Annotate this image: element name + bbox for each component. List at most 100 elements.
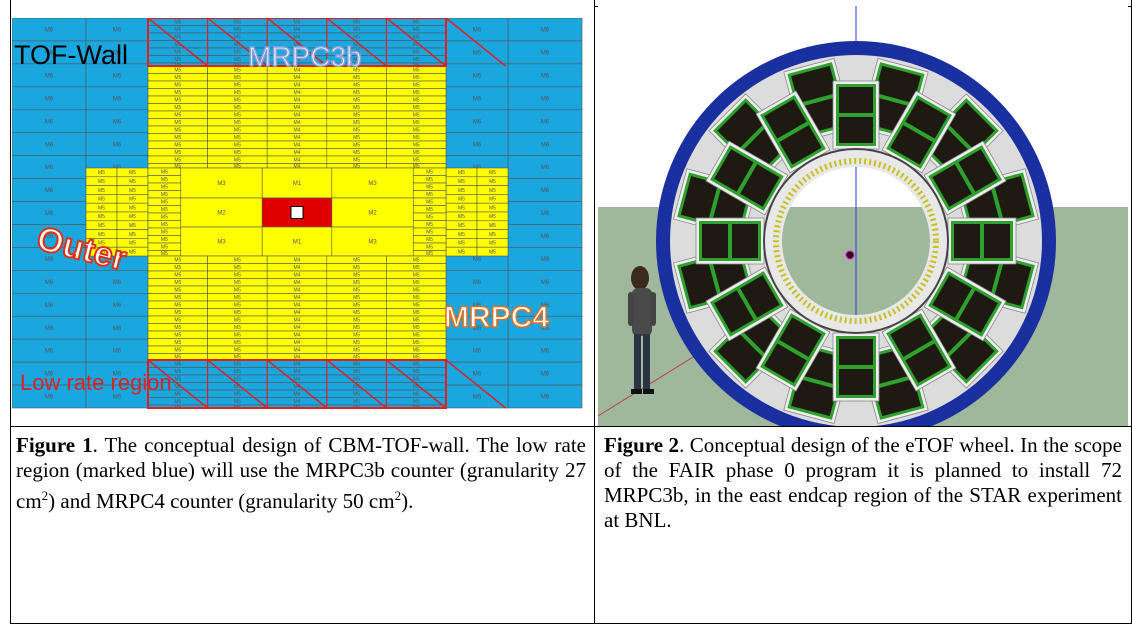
m5-cell-inner-label: M5 xyxy=(161,245,168,251)
m5-cell-upper-label: M4 xyxy=(294,68,301,74)
m5-cell-upper-label: M5 xyxy=(234,128,241,134)
m5-cell-upper-label: M5 xyxy=(353,143,360,149)
m5-cell-band-label: M5 xyxy=(458,232,465,238)
m5-cell-upper-label: M5 xyxy=(234,75,241,81)
m5-cell-lower-label: M4 xyxy=(294,333,301,339)
m5-cell-lower-label: M5 xyxy=(174,318,181,324)
m5-cell-upper-label: M5 xyxy=(413,83,420,89)
m5-cell-lower-label: M5 xyxy=(234,295,241,301)
mrpc3b-cell-top-label: M5 xyxy=(353,27,360,33)
m5-cell-band-label: M5 xyxy=(98,223,105,229)
etof-module-inner xyxy=(695,217,765,265)
m5-cell-upper-label: M5 xyxy=(174,113,181,119)
m5-cell-band-label: M5 xyxy=(129,241,136,247)
m6-cell-inner-left-label: M6 xyxy=(113,119,122,125)
etof-module-inner xyxy=(923,266,1007,342)
m5-cell-lower-label: M5 xyxy=(174,295,181,301)
mrpc3b-cell-bottom-label: M5 xyxy=(413,384,420,390)
m5-cell-band-label: M5 xyxy=(129,170,136,176)
mrpc3b-cell-bottom-label: M5 xyxy=(353,399,360,405)
m5-cell-lower-label: M5 xyxy=(413,348,420,354)
m5-cell-lower-label: M5 xyxy=(174,258,181,264)
m5-cell-lower-label: M5 xyxy=(413,325,420,331)
mrpc3b-cell-top-label: M4 xyxy=(294,42,301,48)
m5-cell-band-label: M5 xyxy=(129,205,136,211)
mrpc3b-cell-bottom-label: M5 xyxy=(353,362,360,368)
hatch-line xyxy=(147,359,209,409)
m6-cell-left-label: M6 xyxy=(45,73,54,79)
m5-cell-lower-label: M5 xyxy=(234,325,241,331)
m5-cell-inner-label: M5 xyxy=(426,170,433,176)
mrpc3b-cell-top-label: M5 xyxy=(353,57,360,63)
mrpc3b-cell-top-label: M5 xyxy=(413,20,420,26)
m5-cell-inner-label: M5 xyxy=(426,200,433,206)
mrpc3b-cell-bottom-label: M5 xyxy=(353,392,360,398)
m6-cell-left-label: M6 xyxy=(45,96,54,102)
table-border-middle xyxy=(594,0,595,624)
m5-cell-lower-label: M4 xyxy=(294,325,301,331)
m5-cell-lower-label: M5 xyxy=(413,355,420,361)
m5-cell-upper-label: M5 xyxy=(413,113,420,119)
mrpc3b-cell-bottom-label: M4 xyxy=(294,362,301,368)
m6-cell-inner-right-label: M6 xyxy=(473,372,482,378)
m5-cell-lower-label: M5 xyxy=(174,355,181,361)
tof-wall-label: TOF-Wall xyxy=(14,40,128,70)
hatch-line xyxy=(147,18,209,67)
m6-cell-inner-right-label: M6 xyxy=(473,142,482,148)
m5-cell-inner-label: M5 xyxy=(426,207,433,213)
m5-cell-lower-label: M5 xyxy=(174,348,181,354)
m5-cell-lower-label: M4 xyxy=(294,258,301,264)
m5-cell-upper-label: M5 xyxy=(413,68,420,74)
m6-cell-inner-left-label: M6 xyxy=(113,395,122,401)
m5-cell-band-label: M5 xyxy=(489,205,496,211)
m5-cell-upper-label: M5 xyxy=(234,150,241,156)
m5-cell-upper-label: M4 xyxy=(294,98,301,104)
m6-cell-left-label: M6 xyxy=(45,280,54,286)
m5-cell-lower-label: M5 xyxy=(353,355,360,361)
etof-module-inner xyxy=(755,308,831,392)
mrpc3b-cell-bottom-label: M5 xyxy=(234,399,241,405)
m6-cell-left-label: M6 xyxy=(45,119,54,125)
mrpc3b-cell-top-label: M5 xyxy=(413,57,420,63)
m5-cell-lower-label: M5 xyxy=(234,280,241,286)
etof-module-inner xyxy=(923,140,1007,216)
mrpc3b-cell-bottom-label: M4 xyxy=(294,369,301,375)
etof-module-inner xyxy=(755,90,831,174)
hatch-line xyxy=(326,359,387,409)
m5-cell-lower-label: M5 xyxy=(234,355,241,361)
m5-cell-upper-label: M5 xyxy=(174,105,181,111)
figure1-caption-sup-b: 2 xyxy=(394,488,402,503)
mrpc3b-cell-top-label: M4 xyxy=(294,20,301,26)
m5-cell-inner-label: M5 xyxy=(161,185,168,191)
m5-cell-upper-label: M5 xyxy=(234,68,241,74)
m-cell-center-label: M3 xyxy=(217,181,226,187)
m5-cell-upper-label: M5 xyxy=(413,98,420,104)
m5-cell-upper-label: M5 xyxy=(234,164,241,170)
m5-cell-upper-label: M5 xyxy=(174,128,181,134)
figure2-caption-label: Figure 2 xyxy=(604,433,680,457)
m-cell-center-label: M1 xyxy=(293,181,302,187)
m-cell-center-label: M3 xyxy=(368,240,377,246)
m5-cell-upper-label: M5 xyxy=(174,135,181,141)
m-cell-center-label: M1 xyxy=(293,240,302,246)
m5-cell-inner-label: M5 xyxy=(161,200,168,206)
mrpc3b-cell-bottom-label: M5 xyxy=(353,384,360,390)
m5-cell-lower-label: M5 xyxy=(353,310,360,316)
mrpc3b-cell-top-label: M5 xyxy=(234,35,241,41)
m5-cell-upper-label: M5 xyxy=(174,150,181,156)
m5-cell-upper-label: M5 xyxy=(413,75,420,81)
m6-cell-right-label: M6 xyxy=(541,372,550,378)
m5-cell-band-label: M5 xyxy=(98,179,105,185)
m5-cell-upper-label: M5 xyxy=(353,105,360,111)
mrpc3b-cell-bottom-label: M5 xyxy=(174,399,181,405)
m5-cell-upper-label: M5 xyxy=(413,135,420,141)
m5-cell-band-label: M5 xyxy=(98,197,105,203)
m5-cell-upper-label: M4 xyxy=(294,128,301,134)
m5-cell-lower-label: M5 xyxy=(234,340,241,346)
m6-cell-right-label: M6 xyxy=(541,165,550,171)
m-cell-center xyxy=(180,197,263,228)
m5-cell-upper-label: M4 xyxy=(294,75,301,81)
m6-cell-right-label: M6 xyxy=(541,280,550,286)
m5-cell-lower-label: M4 xyxy=(294,318,301,324)
mrpc3b-cell-bottom-label: M4 xyxy=(294,399,301,405)
